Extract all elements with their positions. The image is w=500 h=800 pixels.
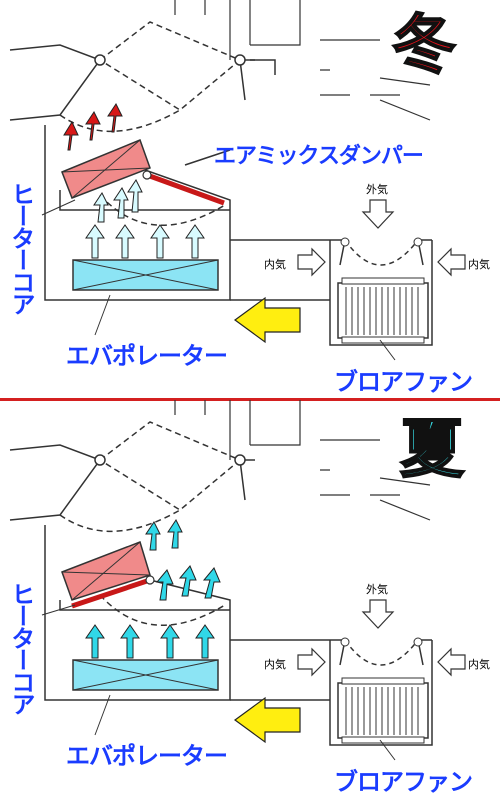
inside-air-label-right: 内気 <box>468 658 490 671</box>
outside-air-arrow <box>361 199 395 229</box>
outlet-ducts <box>174 0 431 121</box>
evaporator-label: エバポレーター <box>66 342 228 370</box>
mix-damper-door <box>146 172 225 206</box>
heater-core-shape <box>61 139 151 199</box>
blower-fan-shape <box>337 277 429 344</box>
inside-air-label-left: 内気 <box>264 658 286 671</box>
mix-damper-label: エアミックスダンパー <box>214 144 424 169</box>
mix-damper-door <box>71 577 151 609</box>
door-pivot-right <box>234 54 246 66</box>
inside-air-label-right: 内気 <box>468 258 490 271</box>
summer-panel: 夏 ヒーターコア エバポレーター ブロアファン 外気 内気 内気 <box>0 400 500 798</box>
airflow-arrow <box>233 696 301 744</box>
panel-divider <box>0 398 500 401</box>
airflow-arrow <box>233 296 301 344</box>
evaporator-label: エバポレーター <box>66 742 228 770</box>
inside-air-label-left: 内気 <box>264 258 286 271</box>
blower-leader <box>379 739 396 761</box>
mix-damper-pivot <box>142 170 152 180</box>
outside-air-arrow <box>361 599 395 629</box>
winter-hvac-diagram <box>9 0 466 361</box>
outlet-ducts <box>174 400 431 521</box>
blower-leader <box>379 339 396 361</box>
summer-season-label: 夏 <box>399 412 465 487</box>
heater-leader <box>41 199 76 216</box>
winter-panel: 冬 エアミックスダンパー ヒーターコア エバポレーター ブロアファン 外気 内気… <box>0 0 500 398</box>
door-pivot-left <box>94 54 106 66</box>
inside-air-arrow-right <box>437 247 466 277</box>
outside-air-label: 外気 <box>366 183 388 196</box>
door-pivot-right <box>234 454 246 466</box>
summer-hvac-diagram <box>9 400 466 761</box>
winter-season-label: 冬 <box>391 8 457 83</box>
heater-core-label: ヒーターコア <box>7 182 35 314</box>
upper-housing <box>9 21 276 132</box>
door-pivot-left <box>94 454 106 466</box>
heater-core-shape <box>61 541 151 601</box>
hot-air-arrows <box>63 103 123 151</box>
mix-damper-pivot <box>145 575 155 585</box>
cool-air-arrows <box>85 519 221 659</box>
blower-fan-shape <box>337 677 429 744</box>
blower-fan-label: ブロアファン <box>334 768 473 796</box>
evaporator-shape <box>72 659 219 691</box>
blower-fan-label: ブロアファン <box>334 368 473 396</box>
evaporator-leader <box>94 294 111 336</box>
cool-air-arrows <box>85 179 205 259</box>
blower-pivot-right <box>413 637 423 647</box>
heater-core-label: ヒーターコア <box>7 582 35 714</box>
outside-air-label: 外気 <box>366 583 388 596</box>
inside-air-arrow-left <box>297 247 326 277</box>
blower-pivot-left <box>340 237 350 247</box>
evaporator-housing <box>44 125 330 301</box>
blower-pivot-left <box>340 637 350 647</box>
upper-housing <box>9 421 255 532</box>
heater-leader <box>41 604 76 616</box>
blower-pivot-right <box>413 237 423 247</box>
inside-air-arrow-left <box>297 647 326 677</box>
mix-damper-leader <box>184 149 231 166</box>
evaporator-leader <box>94 694 111 736</box>
inside-air-arrow-right <box>437 647 466 677</box>
evaporator-shape <box>72 259 219 291</box>
